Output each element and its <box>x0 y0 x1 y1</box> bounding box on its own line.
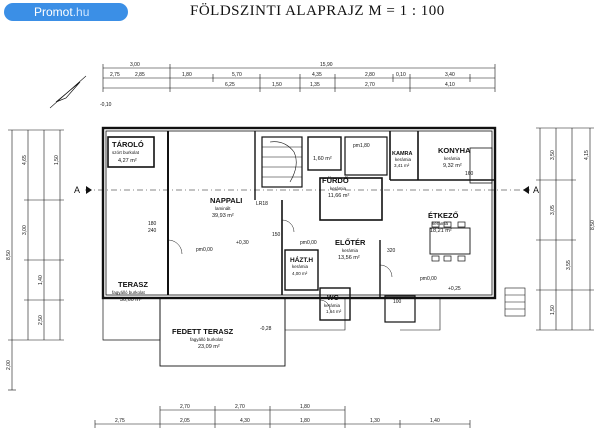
top-dim-10: 3,40 <box>445 72 455 78</box>
room-nappali-sub: laminált <box>215 206 231 211</box>
height-180: 180 <box>148 221 157 227</box>
left-dim-6: 1,50 <box>54 155 60 165</box>
top-dim-1: 3,00 <box>130 62 140 68</box>
bottom-dim-1: 2,70 <box>180 404 190 410</box>
bottom-dim-6: 4,30 <box>240 418 250 424</box>
top-dim-3: 2,75 <box>110 72 120 78</box>
level-minus010: -0,10 <box>100 102 112 108</box>
room-etkezo-area: 18,21 m² <box>430 228 452 234</box>
bottom-dim-9: 1,40 <box>430 418 440 424</box>
room-eloter-name: ELŐTÉR <box>335 238 366 247</box>
bottom-dim-8: 1,30 <box>370 418 380 424</box>
room-etkezo-name: ÉTKEZŐ <box>428 211 459 220</box>
room-terasz-area: 30,60 m² <box>120 297 142 303</box>
section-marker-left: A <box>74 185 80 195</box>
level-plus025: +0,25 <box>448 286 461 292</box>
bottom-dim-3: 1,80 <box>300 404 310 410</box>
room-tarolo-sub: szórt burkolat <box>112 150 140 155</box>
room-konyha-name: KONYHA <box>438 146 471 155</box>
left-dim-1: 8,50 <box>6 250 12 260</box>
top-dim-6: 5,70 <box>232 72 242 78</box>
bottom-dim-4: 2,75 <box>115 418 125 424</box>
room-eloter-area: 13,56 m² <box>338 255 360 261</box>
top-dim-14: 2,70 <box>365 82 375 88</box>
watermark-badge: Promot.hu <box>4 3 128 21</box>
room-wc-name: WC <box>327 295 339 302</box>
room-kamra-name: KAMRA <box>392 151 412 157</box>
right-dim-4: 3,55 <box>566 260 572 270</box>
top-dim-8: 2,80 <box>365 72 375 78</box>
height-100: 100 <box>393 299 402 305</box>
room-tarolo-area: 4,27 m² <box>118 158 137 164</box>
watermark-brand: Promot <box>34 5 73 19</box>
room-terasz-name: TERASZ <box>118 280 148 289</box>
top-dim-15: 4,10 <box>445 82 455 88</box>
room-kamra-area: 3,41 m² <box>394 163 410 168</box>
right-dim-5: 1,50 <box>550 305 556 315</box>
top-dim-7: 4,35 <box>312 72 322 78</box>
right-dim-6: 4,15 <box>584 150 590 160</box>
room-furdo-name: FÜRDŐ <box>322 176 349 185</box>
room-etkezo-sub: kerámia <box>432 221 449 226</box>
top-dim-13: 1,35 <box>310 82 320 88</box>
room-furdo-sub: kerámia <box>330 186 347 191</box>
height-240: 240 <box>148 228 157 234</box>
top-dim-2: 15,90 <box>320 62 333 68</box>
room-wc-sub: kerámia <box>324 303 341 308</box>
drawing-title: FÖLDSZINTI ALAPRAJZ M = 1 : 100 <box>190 3 445 19</box>
room-terasz-sub: fagyálló burkolat <box>112 290 146 295</box>
room-kamra-sub: kerámia <box>395 157 412 162</box>
right-dim-1: 8,50 <box>590 220 596 230</box>
bottom-dim-5: 2,05 <box>180 418 190 424</box>
level-pm000-nappali: pm0,00 <box>196 247 213 253</box>
height-160: 160 <box>465 171 474 177</box>
room-nappali-name: NAPPALI <box>210 196 242 205</box>
room-haztb-area: 4,00 m² <box>292 271 308 276</box>
left-dim-2: 4,65 <box>22 155 28 165</box>
room-fedett-sub: fagyálló burkolat <box>190 337 224 342</box>
room-fedett-name: FEDETT TERASZ <box>172 327 234 336</box>
room-eloter-sub: kerámia <box>342 248 359 253</box>
section-marker-right: A <box>533 185 539 195</box>
right-dim-3: 3,05 <box>550 205 556 215</box>
label-lr18: LR18 <box>256 201 268 207</box>
height-320: 320 <box>387 248 396 254</box>
level-minus028: -0,28 <box>260 326 272 332</box>
top-dim-12: 1,50 <box>272 82 282 88</box>
height-150: 150 <box>272 232 281 238</box>
level-pm180: pm1,80 <box>353 143 370 149</box>
left-dim-4: 1,40 <box>38 275 44 285</box>
room-haztb-name: HÁZT.H <box>290 255 313 264</box>
right-dim-2: 3,50 <box>550 150 556 160</box>
level-pm000-center: pm0,00 <box>300 240 317 246</box>
left-dim-7: 2,00 <box>6 360 12 370</box>
watermark-tld: .hu <box>72 5 90 19</box>
left-dim-5: 2,50 <box>38 315 44 325</box>
left-dim-3: 3,00 <box>22 225 28 235</box>
level-pm000-dining: pm0,00 <box>420 276 437 282</box>
room-konyha-area: 9,32 m² <box>443 163 462 169</box>
room-tarolo-name: TÁROLÓ <box>112 140 144 149</box>
room-nappali-area: 39,93 m² <box>212 213 234 219</box>
top-dim-9: 0,10 <box>396 72 406 78</box>
top-dim-11: 6,25 <box>225 82 235 88</box>
room-fedett-area: 23,09 m² <box>198 344 220 350</box>
bottom-dim-2: 2,70 <box>235 404 245 410</box>
top-dim-4: 2,85 <box>135 72 145 78</box>
room-konyha-sub: kerámia <box>444 156 461 161</box>
room-wc-area: 1,64 m² <box>326 309 342 314</box>
room-furdo-area: 11,66 m² <box>328 193 349 199</box>
level-plus030: +0,30 <box>236 240 249 246</box>
top-dim-5: 1,80 <box>182 72 192 78</box>
room-stair-area: 1,60 m² <box>313 156 332 162</box>
bottom-dim-7: 1,80 <box>300 418 310 424</box>
room-haztb-sub: kerámia <box>292 264 309 269</box>
